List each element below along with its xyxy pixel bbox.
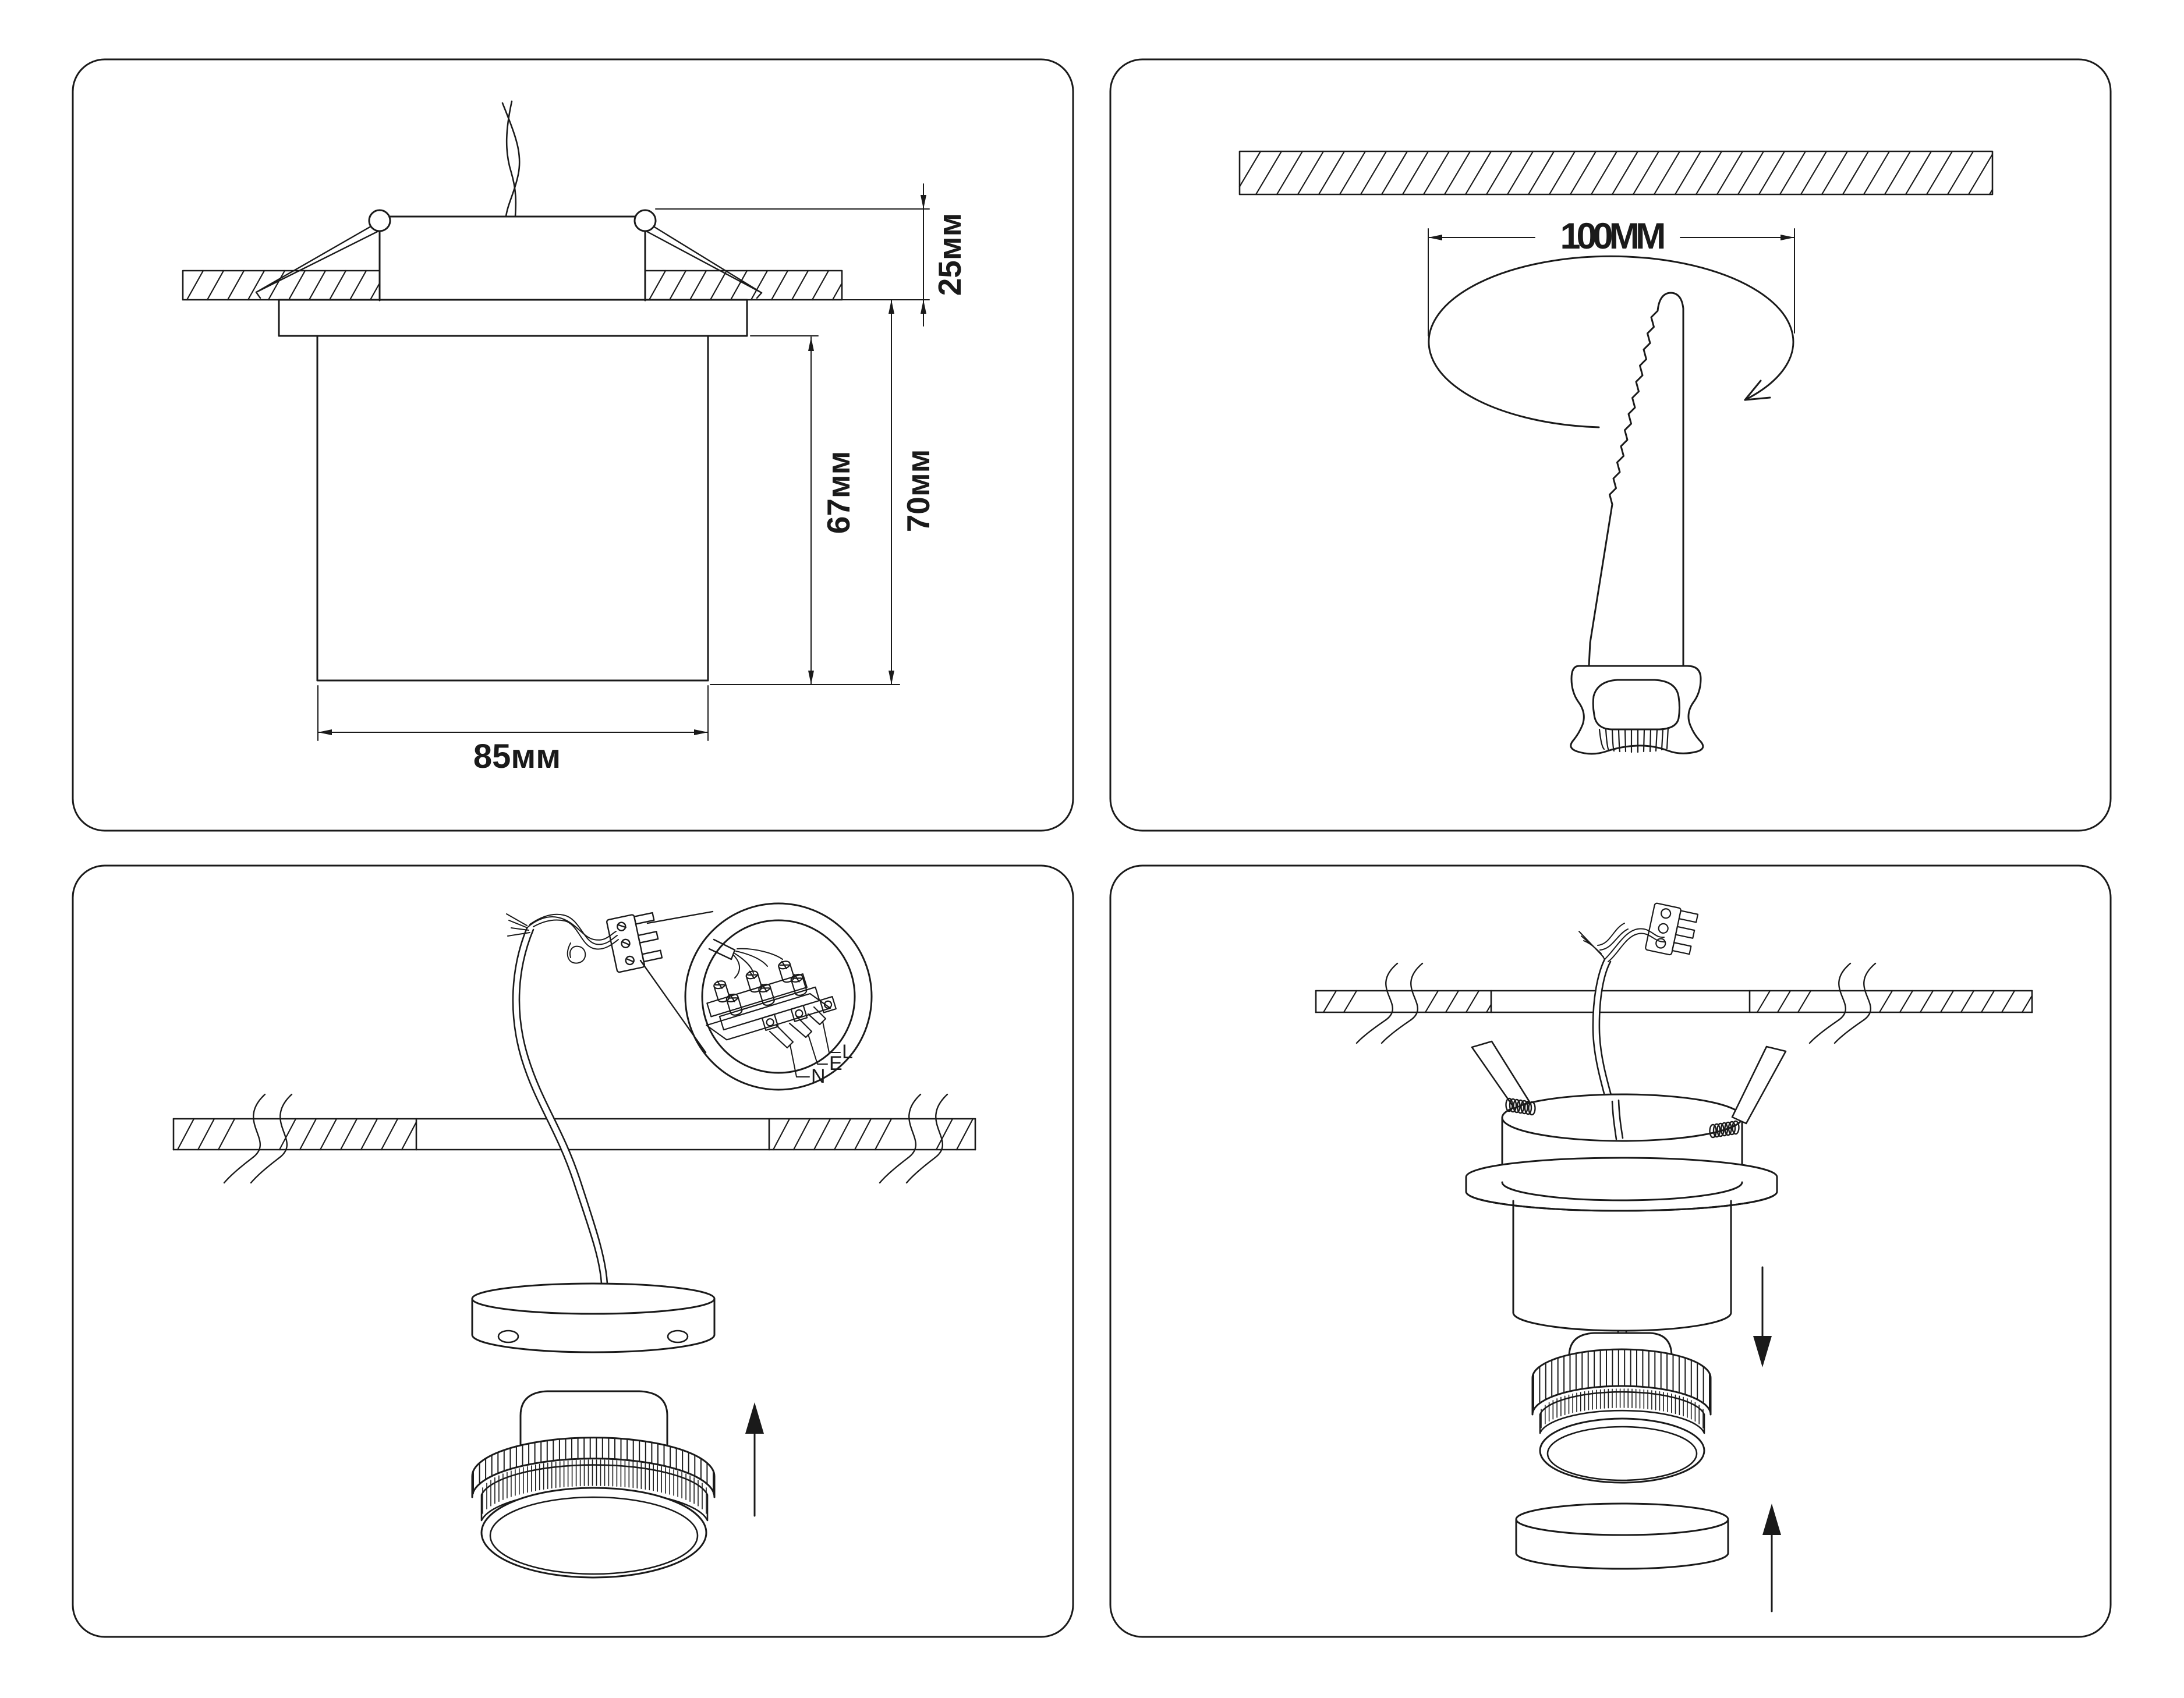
svg-text:70мм: 70мм [900, 449, 936, 533]
svg-text:L: L [842, 1041, 853, 1063]
svg-text:67мм: 67мм [820, 451, 856, 534]
svg-text:85мм: 85мм [473, 738, 561, 775]
svg-text:E: E [829, 1052, 843, 1075]
svg-text:25мм: 25мм [932, 213, 968, 296]
svg-text:N: N [811, 1065, 826, 1087]
svg-text:100MM: 100MM [1560, 216, 1664, 257]
